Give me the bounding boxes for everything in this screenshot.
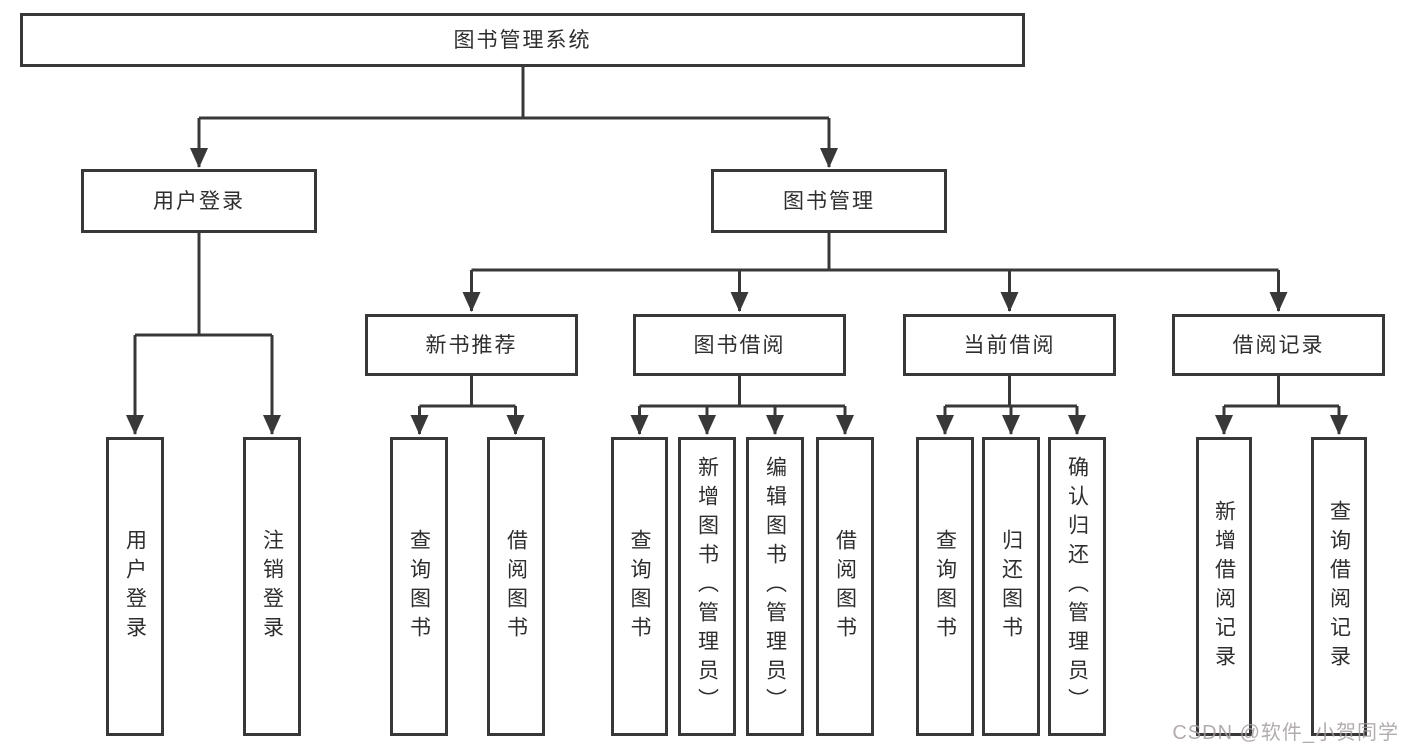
csdn-watermark: CSDN @软件_小贺同学 — [1172, 722, 1399, 744]
node-rec-query-book: 查询图书 — [390, 437, 448, 736]
node-user-login: 用户登录 — [81, 169, 317, 233]
node-cb-confirm-return-admin: 确认归还（管理员） — [1048, 437, 1106, 736]
node-logout: 注销登录 — [243, 437, 301, 736]
node-bb-add-book-admin: 新增图书（管理员） — [678, 437, 736, 736]
node-br-add-record: 新增借阅记录 — [1196, 437, 1252, 736]
node-bb-borrow-book: 借阅图书 — [816, 437, 874, 736]
node-root-system: 图书管理系统 — [20, 13, 1025, 67]
node-cb-query-book: 查询图书 — [916, 437, 974, 736]
node-book-mgmt: 图书管理 — [711, 169, 947, 233]
node-bb-query-book: 查询图书 — [611, 437, 668, 736]
node-br-query-record: 查询借阅记录 — [1311, 437, 1367, 736]
node-new-book-recommend: 新书推荐 — [365, 314, 578, 376]
node-cb-return-book: 归还图书 — [982, 437, 1040, 736]
node-login: 用户登录 — [106, 437, 164, 736]
node-borrow-records: 借阅记录 — [1172, 314, 1385, 376]
node-rec-borrow-book: 借阅图书 — [487, 437, 545, 736]
node-bb-edit-book-admin: 编辑图书（管理员） — [746, 437, 804, 736]
node-current-borrow: 当前借阅 — [903, 314, 1116, 376]
node-book-borrow: 图书借阅 — [633, 314, 846, 376]
